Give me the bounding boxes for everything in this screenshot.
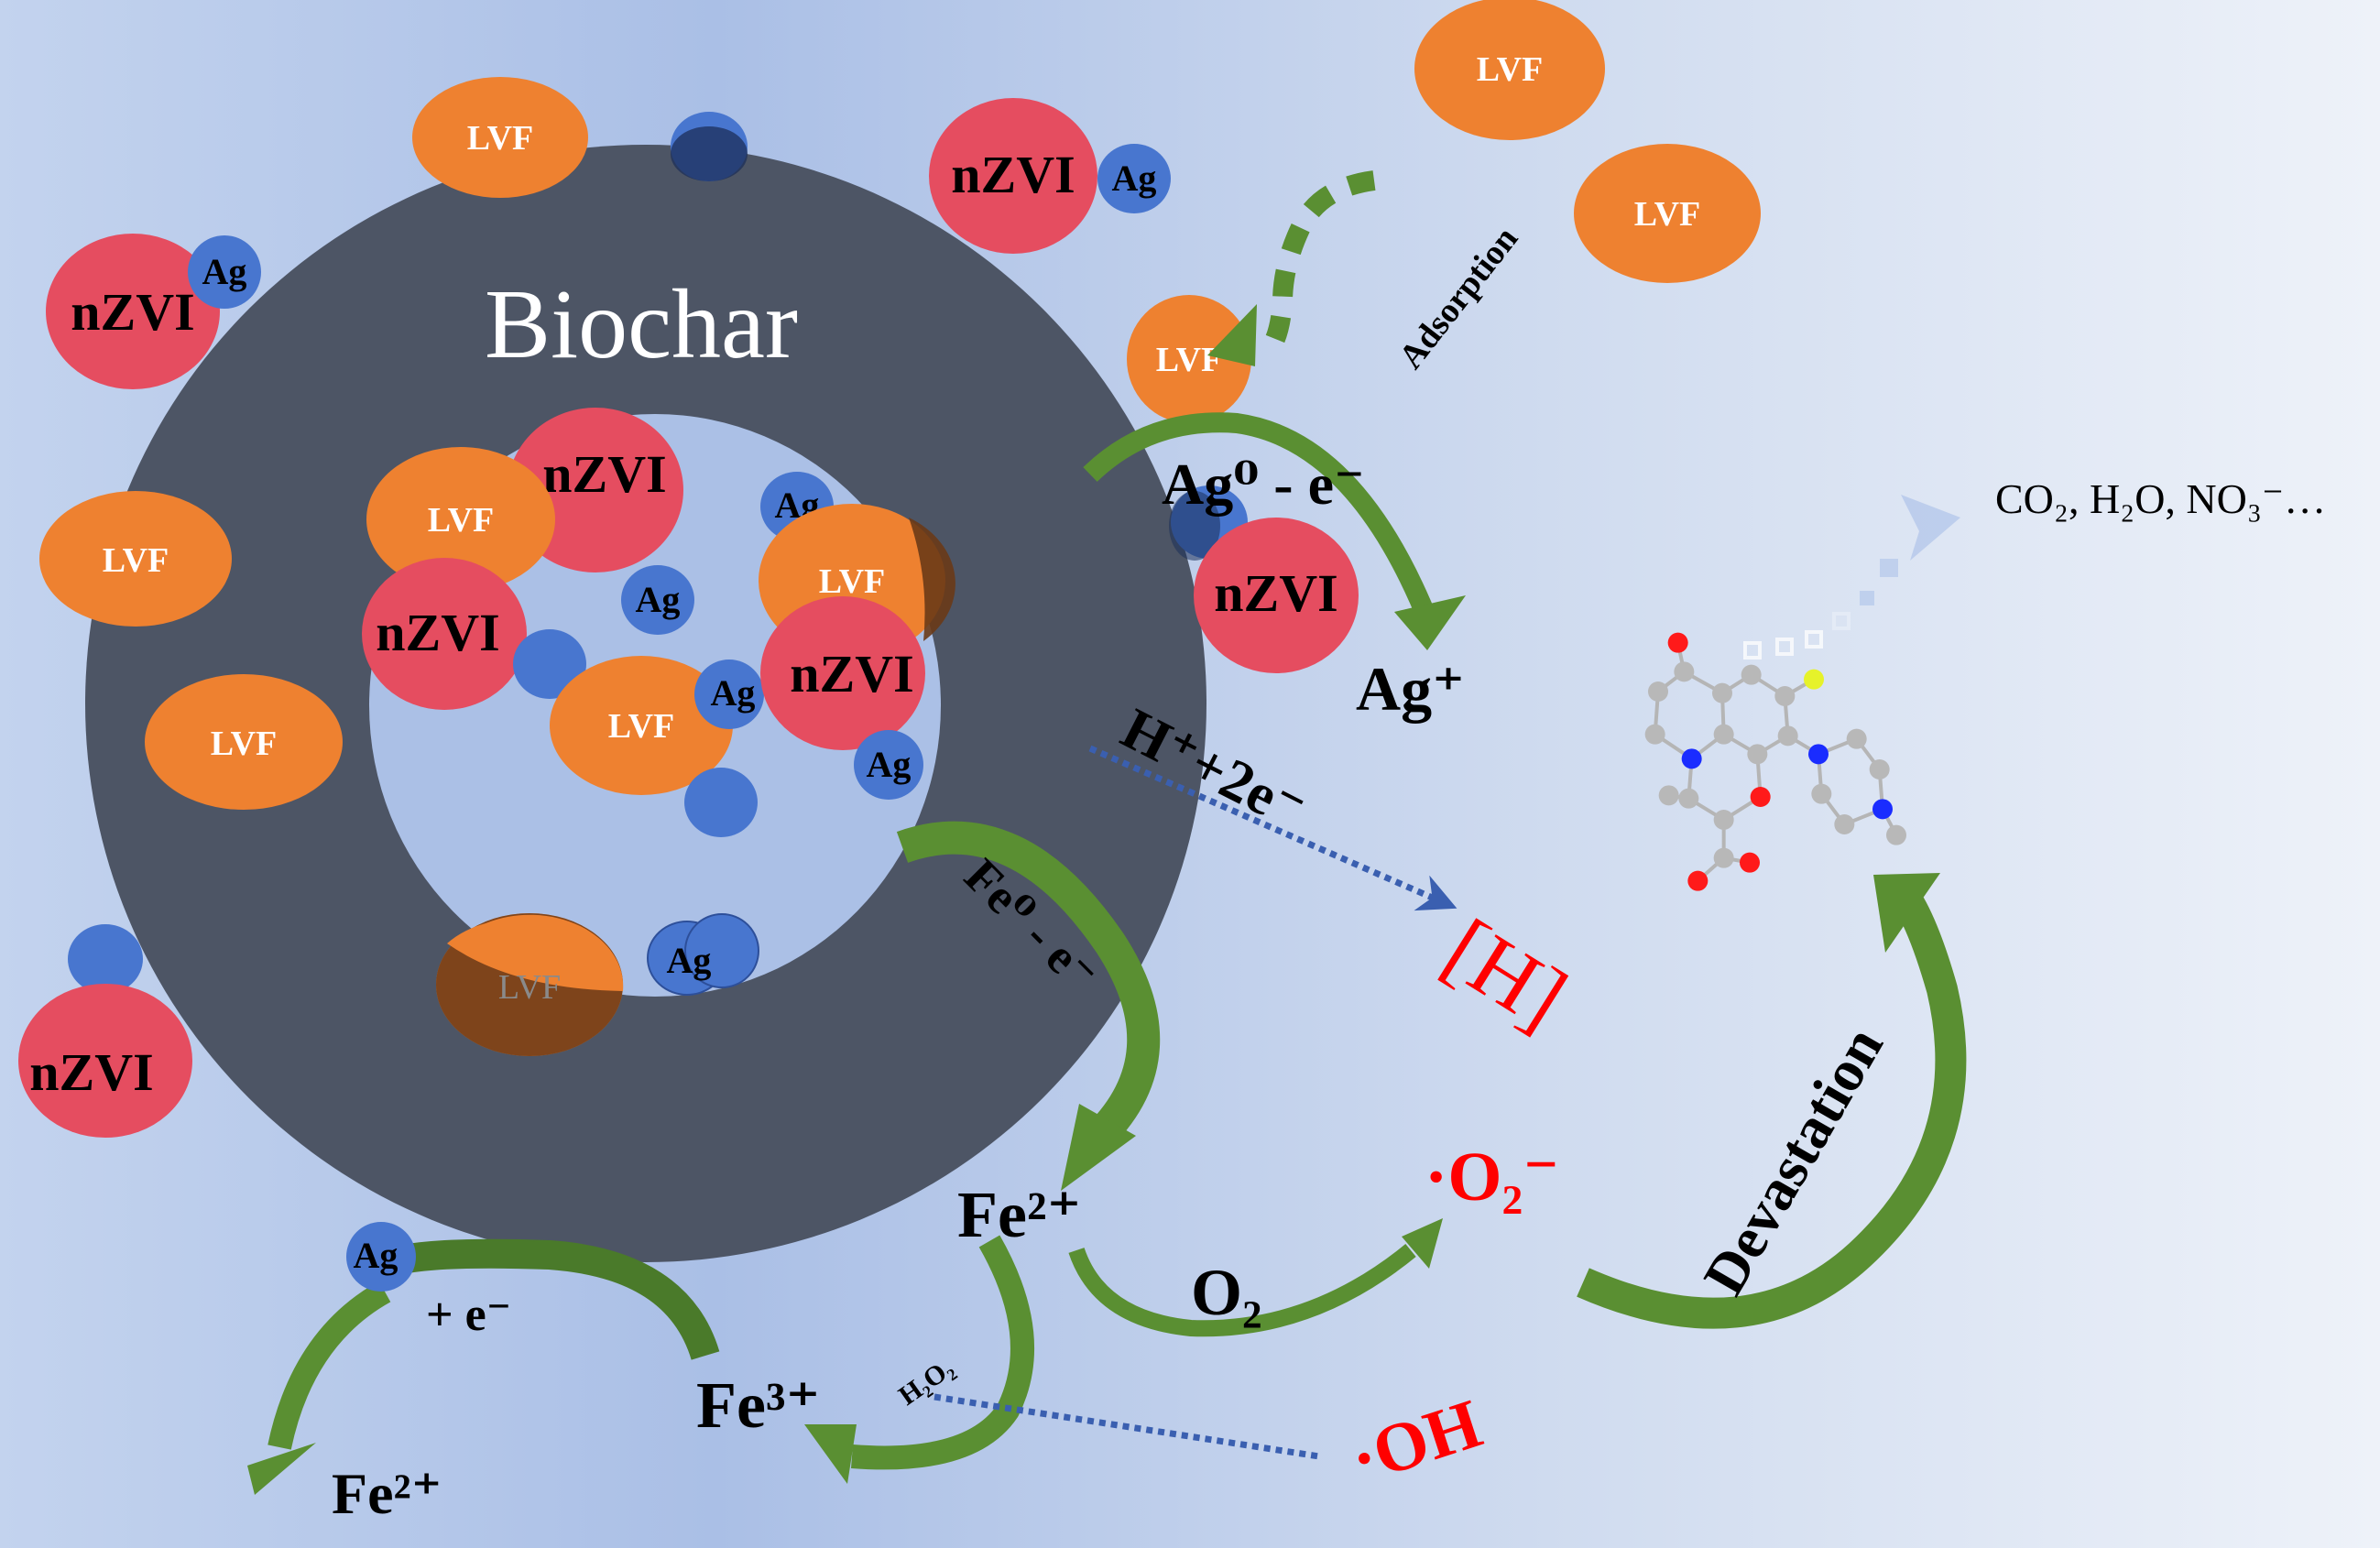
carbon-atom xyxy=(1834,814,1855,834)
pore-particles: nZVI LVF nZVI Ag Ag LVF LVF xyxy=(362,408,955,1056)
lvf-particle: LVF xyxy=(145,674,343,810)
fe2-top-label: Fe²⁺ xyxy=(957,1178,1082,1251)
svg-text:nZVI: nZVI xyxy=(71,282,194,342)
svg-text:Ag: Ag xyxy=(1112,158,1157,199)
lvf-particle: LVF xyxy=(550,656,733,795)
fe2-bottom-label: Fe²⁺ xyxy=(332,1461,442,1526)
lvf-particle-free: LVF xyxy=(1414,0,1605,140)
carbon-atom xyxy=(1777,725,1798,747)
lvf-particle: LVF xyxy=(436,913,624,1056)
superoxide-pathway: Fe²⁺ O₂ ·O₂⁻ xyxy=(957,1139,1559,1337)
carbon-atom xyxy=(1712,682,1732,703)
nzvi-particle: nZVI xyxy=(760,596,925,750)
lvf-particle: LVF xyxy=(412,77,588,198)
svg-text:nZVI: nZVI xyxy=(951,145,1075,204)
carbon-atom xyxy=(1713,810,1734,830)
carbon-atom xyxy=(1674,661,1695,682)
svg-text:Ag: Ag xyxy=(667,940,712,981)
svg-text:Ag: Ag xyxy=(867,744,912,785)
oxygen-atom xyxy=(1687,870,1709,891)
lvf-particle-free: LVF xyxy=(1574,144,1761,283)
svg-text:LVF: LVF xyxy=(1477,50,1544,89)
fluorine-atom xyxy=(1804,669,1824,690)
svg-text:nZVI: nZVI xyxy=(1214,563,1337,623)
nzvi-particle: nZVI xyxy=(18,984,192,1138)
nzvi-particle: nZVI xyxy=(1194,518,1359,673)
ag-particle: Ag xyxy=(346,1222,416,1292)
ag-reduction-pathway: Ag + e⁻ Fe²⁺ xyxy=(247,1222,720,1526)
ag-plus-label: Ag⁺ xyxy=(1356,654,1465,724)
oxygen-atom xyxy=(1667,632,1688,653)
products-label: CO₂, H₂O, NO₃⁻… xyxy=(1995,475,2326,522)
ag-particle: Ag xyxy=(621,565,694,635)
carbon-atom xyxy=(1713,847,1734,868)
svg-text:nZVI: nZVI xyxy=(790,644,913,703)
svg-text:LVF: LVF xyxy=(608,707,675,746)
svg-text:nZVI: nZVI xyxy=(29,1042,153,1102)
svg-text:LVF: LVF xyxy=(428,501,495,540)
ag-particle: Ag xyxy=(667,913,759,988)
o2-label: O₂ xyxy=(1191,1256,1262,1329)
nitrogen-atom xyxy=(1872,799,1893,820)
nzvi-particle: nZVI xyxy=(929,98,1097,254)
svg-text:Ag: Ag xyxy=(711,672,756,714)
carbon-atom xyxy=(1811,783,1832,804)
svg-text:LVF: LVF xyxy=(498,968,561,1007)
superoxide-label: ·O₂⁻ xyxy=(1425,1139,1559,1216)
svg-text:LVF: LVF xyxy=(1634,195,1701,234)
carbon-atom xyxy=(1774,686,1796,706)
ag-particle: Ag xyxy=(694,660,764,729)
carbon-atom xyxy=(1886,824,1906,845)
lvf-shadow xyxy=(909,518,955,641)
ag-particle xyxy=(684,768,758,837)
ag-particle: Ag xyxy=(188,235,261,309)
carbon-atom xyxy=(1846,728,1867,749)
svg-text:LVF: LVF xyxy=(103,541,169,580)
svg-text:LVF: LVF xyxy=(211,725,278,763)
oxygen-atom xyxy=(1750,787,1771,807)
nitrogen-atom xyxy=(1808,744,1829,765)
nzvi-particle: nZVI xyxy=(46,234,220,389)
products-arrow xyxy=(1743,495,1960,660)
svg-text:nZVI: nZVI xyxy=(376,603,499,662)
svg-text:LVF: LVF xyxy=(467,119,534,158)
carbon-atom xyxy=(1648,681,1668,702)
lvf-particle-adsorbed: LVF xyxy=(1127,295,1251,423)
fe3-label: Fe³⁺ xyxy=(696,1368,821,1442)
fenton-pathway: H₂O₂ Fe³⁺ ·OH xyxy=(696,1235,1490,1499)
oxygen-atom xyxy=(1740,852,1760,873)
carbon-atom xyxy=(1678,788,1699,809)
ag-gain-label: + e⁻ xyxy=(426,1289,511,1341)
carbon-atom xyxy=(1713,724,1734,745)
svg-text:LVF: LVF xyxy=(819,562,886,601)
ag-particle: Ag xyxy=(854,730,923,800)
svg-text:Ag: Ag xyxy=(354,1235,398,1276)
svg-text:Ag: Ag xyxy=(202,251,247,292)
carbon-atom xyxy=(1869,759,1890,779)
outer-particles: LVF nZVI Ag LVF LVF nZVI xyxy=(18,77,1359,1138)
nitrogen-atom xyxy=(1681,748,1702,769)
ag-particle xyxy=(68,924,143,994)
lvf-particle: LVF xyxy=(366,447,555,592)
ag-particle: Ag xyxy=(1097,144,1171,213)
ag-particle xyxy=(513,629,586,699)
carbon-atom xyxy=(1741,664,1762,685)
ag-oxidation-arrow: Ag⁰ - e⁻ Ag⁺ xyxy=(1083,412,1466,724)
ag0-oxidation-label: Ag⁰ - e⁻ xyxy=(1162,452,1365,517)
svg-text:nZVI: nZVI xyxy=(542,444,666,504)
svg-text:Ag: Ag xyxy=(636,579,681,620)
levofloxacin-molecule xyxy=(1644,632,1906,891)
ag-particle-shadow xyxy=(1169,491,1220,561)
carbon-atom xyxy=(1658,785,1679,806)
ag-particle-shadow xyxy=(671,126,748,181)
svg-text:LVF: LVF xyxy=(1156,341,1223,379)
carbon-atom xyxy=(1747,744,1768,765)
biochar-label: Biochar xyxy=(485,270,798,379)
lvf-particle: LVF xyxy=(39,491,232,627)
nzvi-particle: nZVI xyxy=(362,558,527,710)
carbon-atom xyxy=(1644,724,1665,745)
